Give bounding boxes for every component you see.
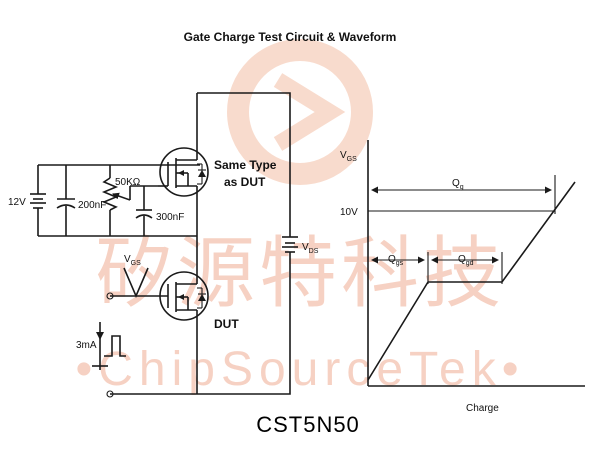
part-number: CST5N50 (256, 412, 360, 437)
ground-return-wire (110, 252, 291, 395)
dut-label: DUT (214, 317, 239, 331)
gate-current-source: 3mA (76, 292, 136, 398)
vds-label: VDS (302, 242, 319, 255)
watermark-english: •ChipSourceTek• (75, 343, 524, 396)
cap-300nf: 300nF (135, 186, 184, 236)
upper-mosfet-label-1: Same Type (214, 158, 277, 172)
dut-mosfet (136, 236, 209, 394)
level-10v-label: 10V (340, 207, 358, 218)
test-circuit: VDS 12V 200nF 50KΩ (8, 92, 319, 398)
current-source-label: 3mA (76, 340, 97, 351)
upper-mosfet (158, 93, 209, 236)
vgs-probe-label: VGS (124, 254, 141, 267)
upper-mosfet-label-2: as DUT (224, 175, 266, 189)
qg-label: Qg (452, 178, 464, 191)
vgs-curve (367, 181, 576, 381)
watermark-logo (227, 39, 373, 185)
drain-wire (197, 92, 291, 237)
cap-300nf-label: 300nF (156, 212, 184, 223)
pot-50k: 50KΩ (101, 165, 158, 236)
vds-source: VDS (282, 236, 319, 255)
y-axis-label: VGS (340, 150, 357, 163)
bias-network-wire (37, 164, 200, 237)
qgd-label: Qgd (458, 254, 474, 267)
supply-12v-label: 12V (8, 197, 26, 208)
gate-charge-waveform: VGS Charge 10V Qg Qgs Qgd (340, 140, 585, 414)
watermark: 矽源特科技 •ChipSourceTek• (75, 39, 524, 396)
pot-50k-label: 50KΩ (115, 177, 141, 188)
diagram-title: Gate Charge Test Circuit & Waveform (184, 30, 397, 44)
supply-12v: 12V (8, 193, 46, 209)
qgs-label: Qgs (388, 254, 404, 267)
cap-200nf-label: 200nF (78, 200, 106, 211)
x-axis-label: Charge (466, 403, 499, 414)
watermark-chinese: 矽源特科技 (95, 229, 505, 317)
cap-200nf: 200nF (56, 198, 106, 211)
